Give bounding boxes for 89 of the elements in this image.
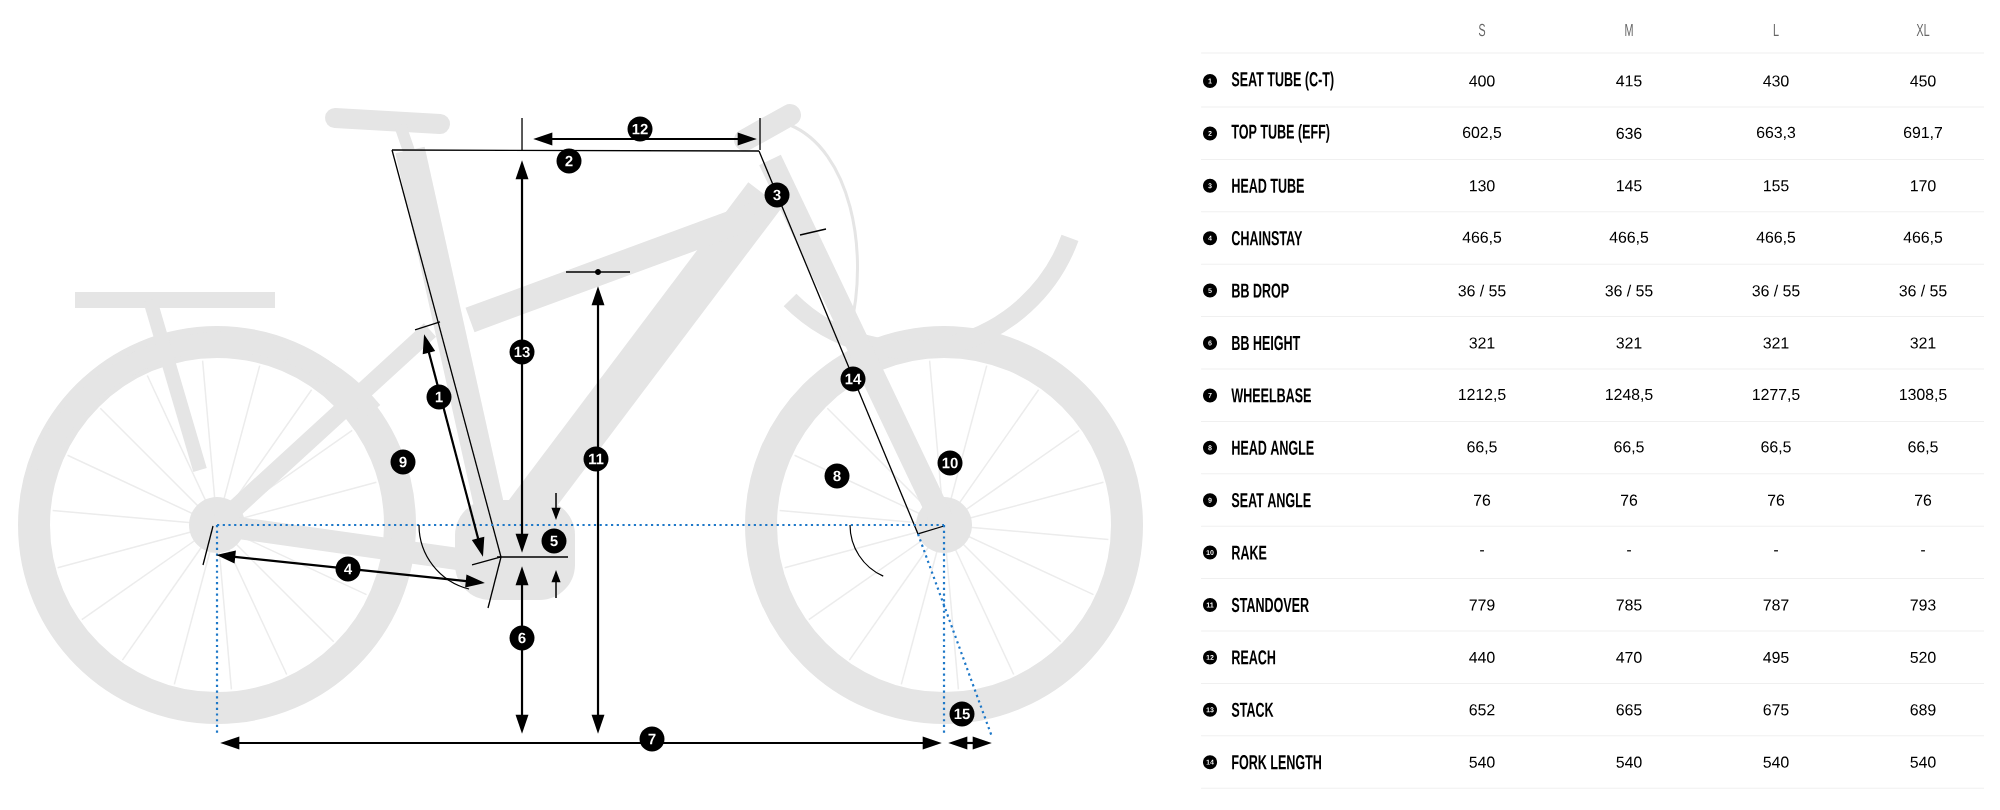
callout-number: 12 [627, 116, 653, 142]
size-header: M [1625, 23, 1633, 37]
measurement-value: 636 [1616, 127, 1642, 139]
measurement-value: 321 [1763, 337, 1789, 349]
measurement-value: 540 [1763, 756, 1789, 768]
callout-number: 6 [509, 625, 535, 651]
measurement-value: 779 [1469, 599, 1495, 611]
measurement-value: - [1774, 550, 1778, 552]
callout-number: 7 [639, 726, 665, 752]
measurement-value: 415 [1616, 75, 1642, 87]
measurement-value: 1277,5 [1753, 388, 1800, 402]
measurement-value: 66,5 [1467, 441, 1497, 455]
measurement-value: 466,5 [1609, 231, 1649, 245]
measurement-value: 145 [1617, 180, 1642, 192]
measurement-name: BB HEIGHT [1232, 335, 1301, 351]
callout-number: 5 [541, 528, 567, 554]
measurement-name: STACK [1231, 702, 1274, 717]
measurement-value: 787 [1763, 599, 1789, 611]
callout-number: 1 [426, 384, 452, 410]
measurement-value: 321 [1616, 337, 1642, 349]
measurement-name: HEAD TUBE [1232, 178, 1304, 193]
measurement-value: 76 [1474, 494, 1491, 506]
size-header: L [1773, 23, 1779, 37]
measurement-value: 540 [1469, 756, 1495, 768]
measurement-value: 36 / 55 [1899, 284, 1947, 297]
callout-number: 11 [583, 446, 609, 472]
measurement-value: 321 [1910, 337, 1936, 349]
measurement-value: 675 [1763, 704, 1789, 716]
measurement-value: 400 [1469, 75, 1495, 87]
callout-number: 8 [824, 463, 850, 489]
measurement-value: 36 / 55 [1752, 284, 1800, 297]
measurement-value: 691,7 [1904, 126, 1942, 140]
callout-number: 14 [840, 366, 866, 392]
measurement-value: 66,5 [1761, 441, 1791, 455]
measurement-value: 540 [1910, 756, 1936, 768]
measurement-name: WHEELBASE [1231, 388, 1311, 403]
measurement-value: 466,5 [1756, 231, 1796, 245]
measurement-value: 440 [1469, 651, 1495, 663]
callout-number: 4 [335, 556, 361, 582]
measurement-value: 663,3 [1757, 126, 1796, 140]
measurement-value: - [1921, 550, 1925, 552]
measurement-value: 36 / 55 [1605, 284, 1653, 297]
measurement-name: FORK LENGTH [1232, 755, 1321, 770]
measurement-value: 1248,5 [1606, 388, 1653, 402]
measurement-value: 76 [1915, 494, 1932, 506]
measurement-value: 1308,5 [1900, 388, 1947, 402]
measurement-value: 665 [1616, 704, 1642, 716]
size-header: XL [1916, 23, 1930, 37]
size-header: S [1478, 23, 1486, 37]
callout-number: 3 [764, 182, 790, 208]
measurement-value: 652 [1469, 704, 1495, 716]
measurement-value: 466,5 [1903, 231, 1943, 245]
measurement-name: CHAINSTAY [1231, 231, 1303, 246]
measurement-name: SEAT ANGLE [1231, 493, 1311, 508]
measurement-value: 450 [1910, 75, 1936, 87]
measurement-name: HEAD ANGLE [1232, 440, 1314, 455]
measurement-name: STANDOVER [1231, 597, 1309, 613]
measurement-value: 785 [1616, 599, 1642, 611]
measurement-value: 36 / 55 [1458, 284, 1506, 297]
callout-number: 2 [556, 148, 582, 174]
measurement-value: 430 [1763, 75, 1789, 87]
measurement-name: SEAT TUBE (C-T) [1231, 71, 1334, 91]
callout-number: 15 [949, 701, 975, 727]
measurement-value: 130 [1470, 180, 1495, 192]
measurement-name: TOP TUBE (EFF) [1231, 124, 1330, 143]
callout-number: 9 [390, 449, 416, 475]
measurement-value: 540 [1616, 756, 1642, 768]
callout-number: 10 [937, 450, 963, 476]
callout-number: 13 [509, 339, 535, 365]
measurement-value: 602,5 [1463, 126, 1502, 140]
measurement-name: RAKE [1232, 545, 1267, 560]
measurement-value: - [1480, 550, 1484, 552]
measurement-value: 66,5 [1614, 441, 1644, 455]
measurement-value: 66,5 [1908, 441, 1938, 455]
measurement-value: 76 [1768, 494, 1785, 506]
measurement-name: BB DROP [1232, 283, 1289, 298]
measurement-value: 470 [1616, 651, 1642, 663]
measurement-value: 155 [1764, 180, 1789, 192]
measurement-value: 1212,5 [1459, 388, 1506, 402]
measurement-value: 466,5 [1462, 231, 1502, 245]
measurement-name: REACH [1232, 650, 1276, 665]
measurement-value: 520 [1910, 651, 1936, 663]
measurement-value: 321 [1469, 337, 1495, 349]
measurement-value: 793 [1910, 599, 1936, 611]
measurement-value: 495 [1763, 651, 1789, 663]
measurement-value: - [1627, 550, 1631, 552]
measurement-value: 76 [1621, 494, 1638, 506]
measurement-value: 170 [1911, 180, 1936, 192]
measurement-value: 689 [1910, 704, 1936, 716]
